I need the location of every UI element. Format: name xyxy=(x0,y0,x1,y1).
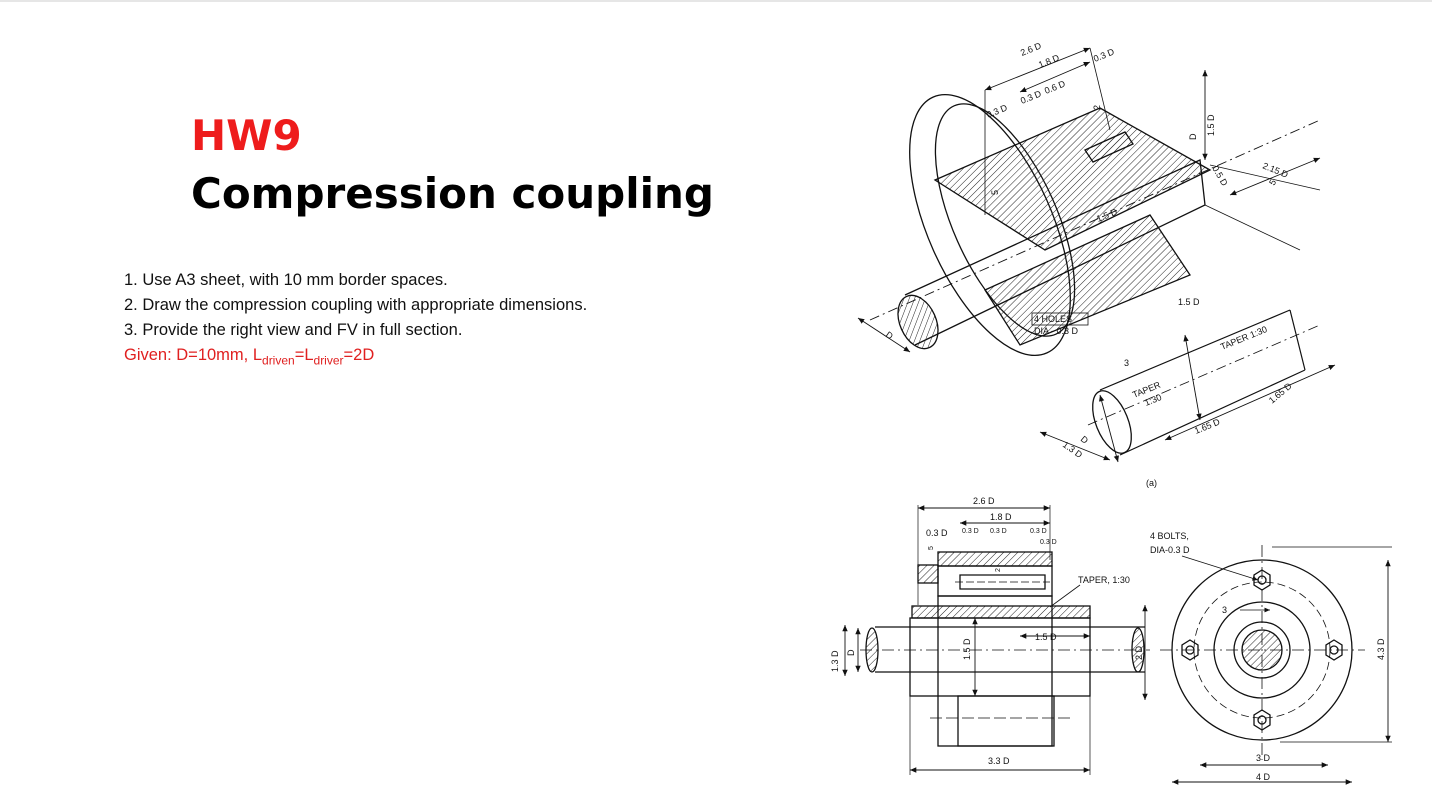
fv-flange-hatch xyxy=(257,552,1052,565)
svg-text:1.5 D: 1.5 D xyxy=(1206,114,1216,136)
svg-text:D: D xyxy=(1079,434,1091,446)
svg-text:4 HOLES: 4 HOLES xyxy=(1034,314,1072,324)
fv-bolt xyxy=(959,574,1046,590)
homework-number: HW9 xyxy=(191,111,302,160)
svg-text:2.15 D: 2.15 D xyxy=(1261,161,1290,180)
iso-sleeve-end xyxy=(1092,390,1132,454)
iso-shaft-end xyxy=(897,294,939,350)
instruction-3: 3. Provide the right view and FV in full… xyxy=(124,321,463,339)
svg-text:5: 5 xyxy=(928,546,935,550)
svg-text:3: 3 xyxy=(1124,358,1129,368)
svg-text:1.5 D: 1.5 D xyxy=(1178,297,1200,307)
svg-text:2.6 D: 2.6 D xyxy=(1019,40,1043,58)
svg-text:0.5 D: 0.5 D xyxy=(1210,164,1230,188)
svg-text:TAPER 1:30: TAPER 1:30 xyxy=(1219,324,1269,352)
iso-flange-body xyxy=(933,107,1212,251)
svg-text:3: 3 xyxy=(1222,605,1227,615)
iso-bolt xyxy=(1084,131,1134,163)
svg-text:3.3 D: 3.3 D xyxy=(988,756,1010,766)
svg-text:1.5 D: 1.5 D xyxy=(1035,632,1057,642)
top-divider xyxy=(0,0,1432,2)
instruction-1: 1. Use A3 sheet, with 10 mm border space… xyxy=(124,271,448,289)
svg-text:DIA - 0.3 D: DIA - 0.3 D xyxy=(1034,326,1079,336)
given-values: Given: D=10mm, Ldriven=Ldriver=2D xyxy=(124,346,375,368)
svg-text:0.3 D: 0.3 D xyxy=(962,528,979,535)
taper-label: TAPER, 1:30 xyxy=(1078,575,1130,585)
svg-text:D: D xyxy=(884,329,895,341)
instruction-list: 1. Use A3 sheet, with 10 mm border space… xyxy=(124,268,587,373)
svg-text:4 BOLTS,: 4 BOLTS, xyxy=(1150,531,1189,541)
right-side-view xyxy=(1160,545,1392,785)
svg-text:4 D: 4 D xyxy=(1256,772,1271,782)
svg-text:0.3 D: 0.3 D xyxy=(1030,528,1047,535)
right-side-labels: 4 BOLTS, DIA-0.3 D 3 3 D 4 D 4.3 D xyxy=(1150,531,1386,782)
svg-text:2: 2 xyxy=(1092,105,1102,110)
svg-text:0.3 D: 0.3 D xyxy=(990,528,1007,535)
iso-shaft xyxy=(904,159,1206,346)
svg-text:D: D xyxy=(846,649,856,656)
front-section-view xyxy=(257,505,1150,775)
svg-text:0.3 D: 0.3 D xyxy=(926,528,948,538)
isometric-view xyxy=(857,47,1336,463)
iso-centerline xyxy=(869,119,1321,321)
svg-text:2: 2 xyxy=(995,568,1002,572)
figure-caption: (a) xyxy=(1146,478,1157,488)
svg-text:5: 5 xyxy=(990,190,1000,195)
svg-text:5: 5 xyxy=(1267,178,1278,187)
iso-hub-section xyxy=(984,214,1191,346)
svg-text:D: D xyxy=(1188,133,1198,140)
svg-text:1.8 D: 1.8 D xyxy=(1037,52,1061,70)
svg-text:4.3 D: 4.3 D xyxy=(1376,638,1386,660)
svg-text:2.6 D: 2.6 D xyxy=(973,496,995,506)
svg-text:0.3 D: 0.3 D xyxy=(985,102,1009,120)
instruction-2: 2. Draw the compression coupling with ap… xyxy=(124,296,588,314)
iso-holes-leader-box xyxy=(1031,312,1089,326)
svg-text:3 D: 3 D xyxy=(1256,753,1271,763)
svg-text:0.3 D: 0.3 D xyxy=(1092,46,1116,64)
svg-text:DIA-0.3 D: DIA-0.3 D xyxy=(1150,545,1190,555)
svg-text:1.3 D: 1.3 D xyxy=(830,650,840,672)
svg-text:1.8 D: 1.8 D xyxy=(990,512,1012,522)
svg-text:0.3 D: 0.3 D xyxy=(1040,539,1057,546)
svg-text:1.5 D: 1.5 D xyxy=(962,638,972,660)
front-section-labels: 2.6 D 1.8 D 0.3 D 0.3 D 0.3 D 0.3 D 0.3 … xyxy=(830,496,1144,766)
svg-text:2 D: 2 D xyxy=(1134,645,1144,660)
fv-hub xyxy=(911,605,1091,619)
page-title: Compression coupling xyxy=(191,169,714,218)
